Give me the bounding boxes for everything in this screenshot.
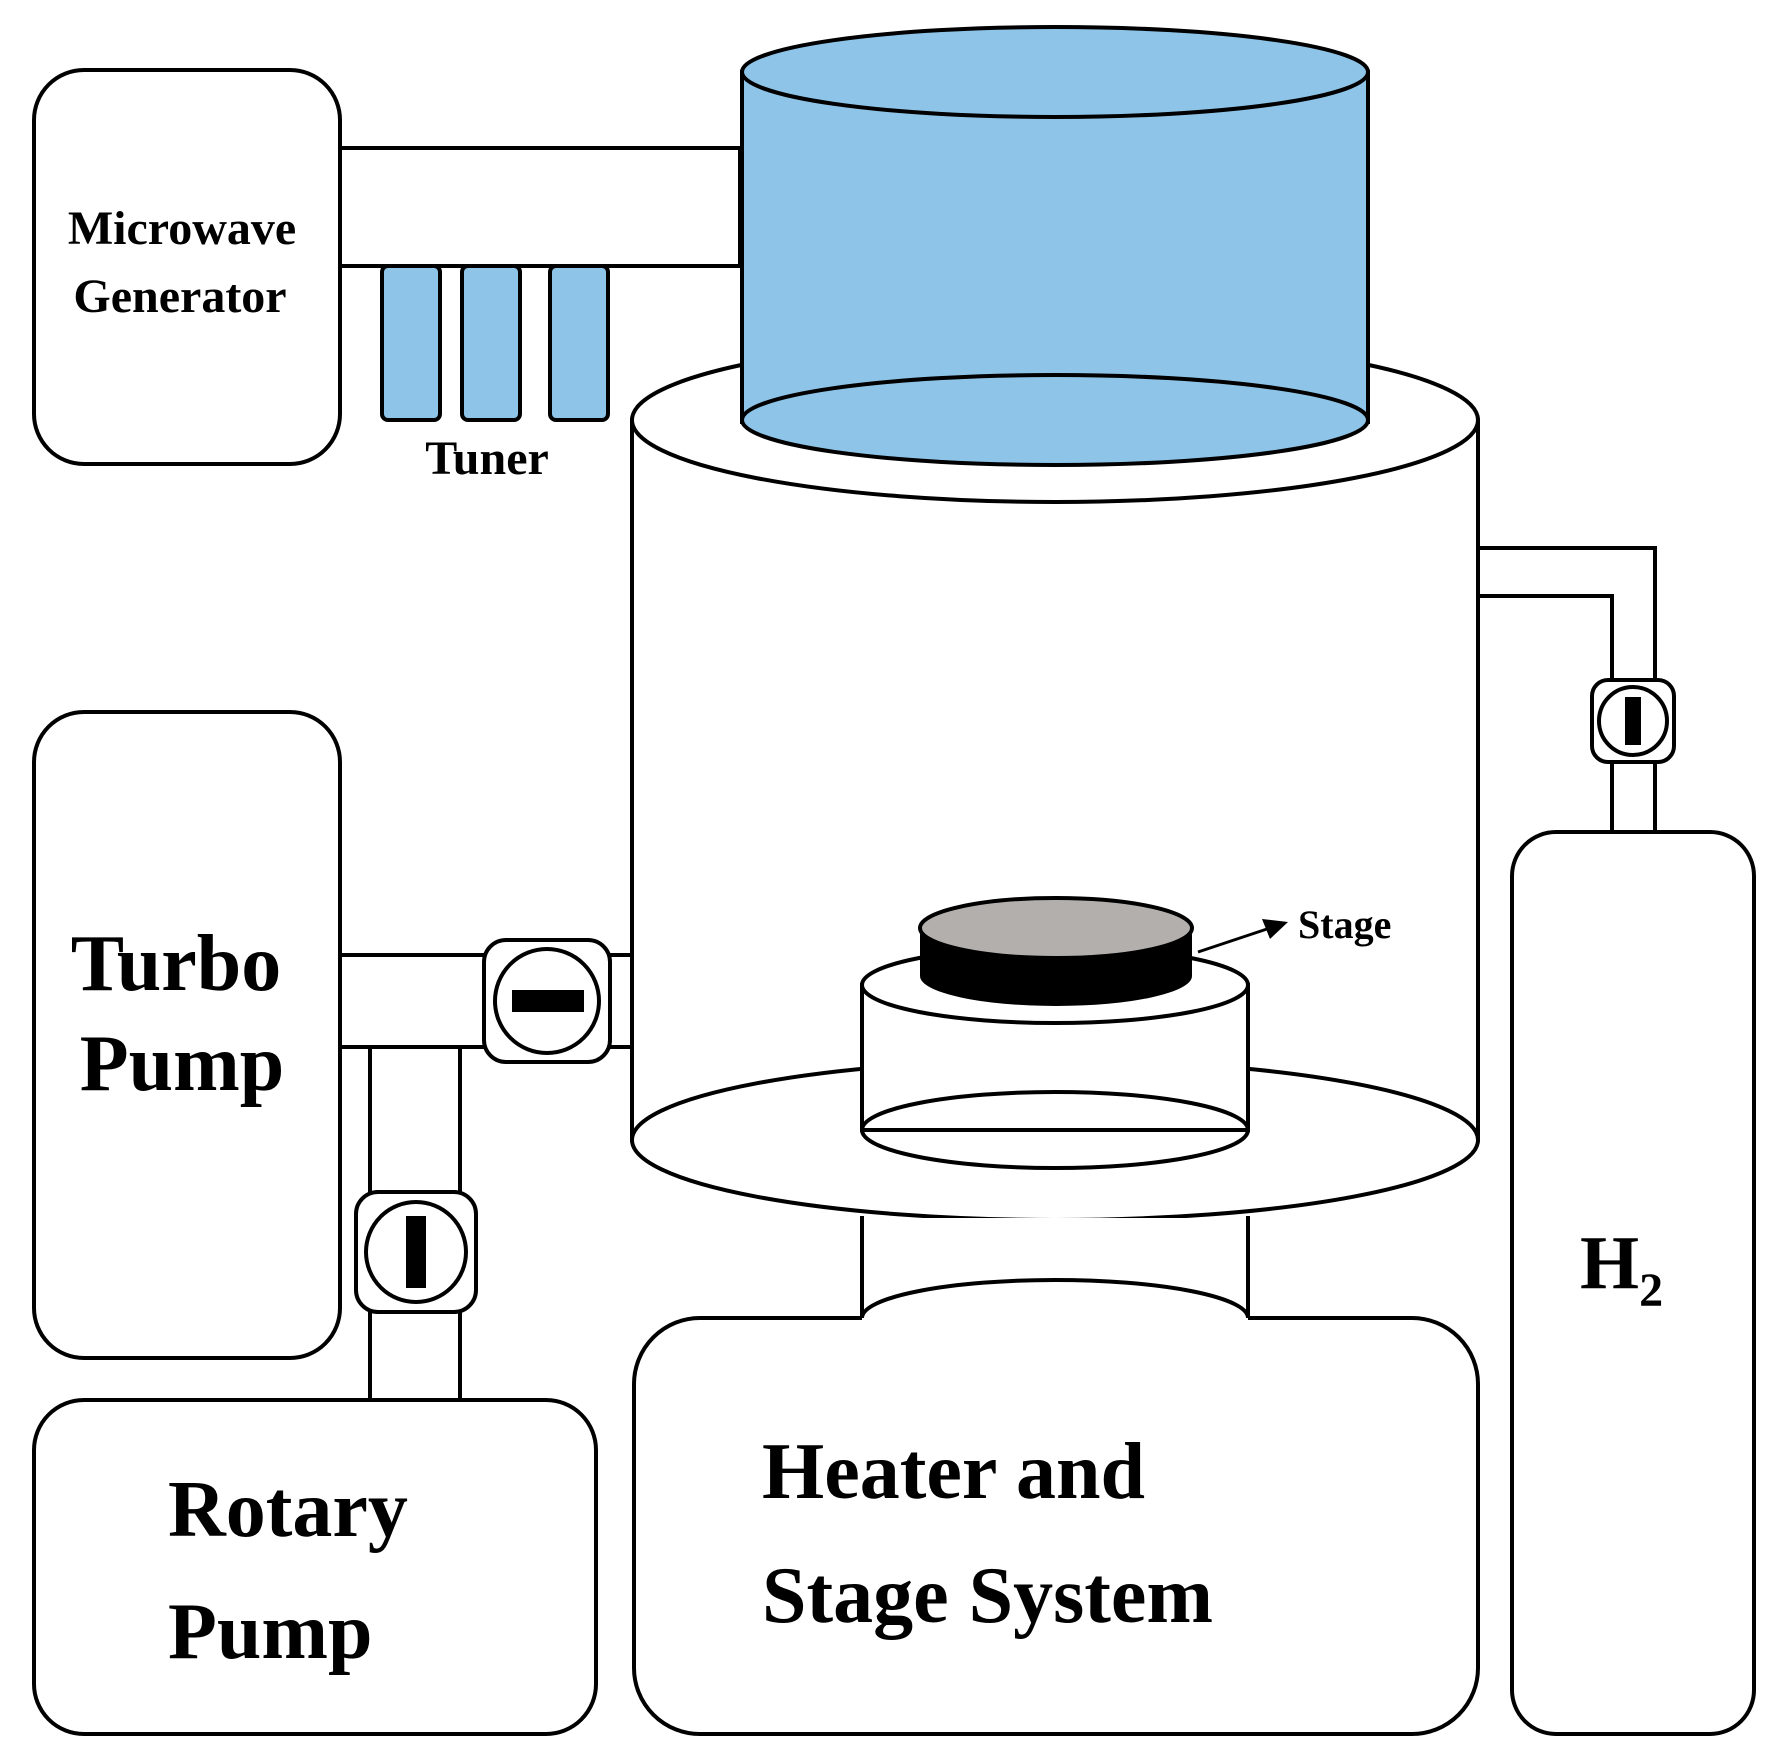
- svg-text:Microwave Generator: Microwave Generator: [68, 202, 308, 323]
- heater-stage-label-1: Heater and: [762, 1428, 1145, 1516]
- tuner-stub-2: [460, 264, 522, 422]
- svg-text:Heater and Stage System: Heater and Stage System: [762, 1428, 1213, 1640]
- microwave-generator-label-2: Generator: [73, 270, 286, 323]
- microwave-generator-box: [32, 68, 342, 466]
- waveguide: [328, 146, 742, 268]
- svg-text:Turbo Pump: Turbo Pump: [71, 920, 302, 1108]
- tuner-label: Tuner: [425, 432, 549, 485]
- rotary-pump-label-2: Pump: [168, 1588, 373, 1676]
- tuner-stub-1: [380, 264, 442, 422]
- stage-label: Stage: [1298, 902, 1391, 947]
- stage-arrow: [1197, 919, 1288, 954]
- stage-disk: [918, 896, 1194, 1006]
- h2-label-subscript: 2: [1639, 1264, 1663, 1317]
- turbo-pump-box: [32, 710, 342, 1360]
- h2-cylinder: [1510, 830, 1756, 1736]
- h2-label: H2: [1580, 1221, 1663, 1317]
- heater-stage-box: [632, 1316, 1480, 1736]
- resonator-cavity: [740, 25, 1370, 467]
- rotary-pump-label-1: Rotary: [168, 1466, 408, 1554]
- heater-stage-label-2: Stage System: [762, 1552, 1213, 1640]
- turbo-rotary-valve[interactable]: [354, 1190, 478, 1314]
- turbo-pump-label-2: Pump: [80, 1020, 285, 1108]
- h2-label-main: H: [1580, 1221, 1639, 1305]
- tuner-stub-3: [548, 264, 610, 422]
- tuner-stubs: [380, 264, 610, 422]
- gas-valve[interactable]: [1590, 678, 1676, 764]
- rotary-pump-box: [32, 1398, 598, 1736]
- turbo-pump-label-1: Turbo: [71, 920, 282, 1008]
- svg-text:Rotary Pump: Rotary Pump: [168, 1466, 428, 1676]
- microwave-generator-label-1: Microwave: [68, 202, 296, 255]
- stage-pedestal: [860, 945, 1250, 1170]
- turbo-chamber-valve[interactable]: [482, 938, 612, 1064]
